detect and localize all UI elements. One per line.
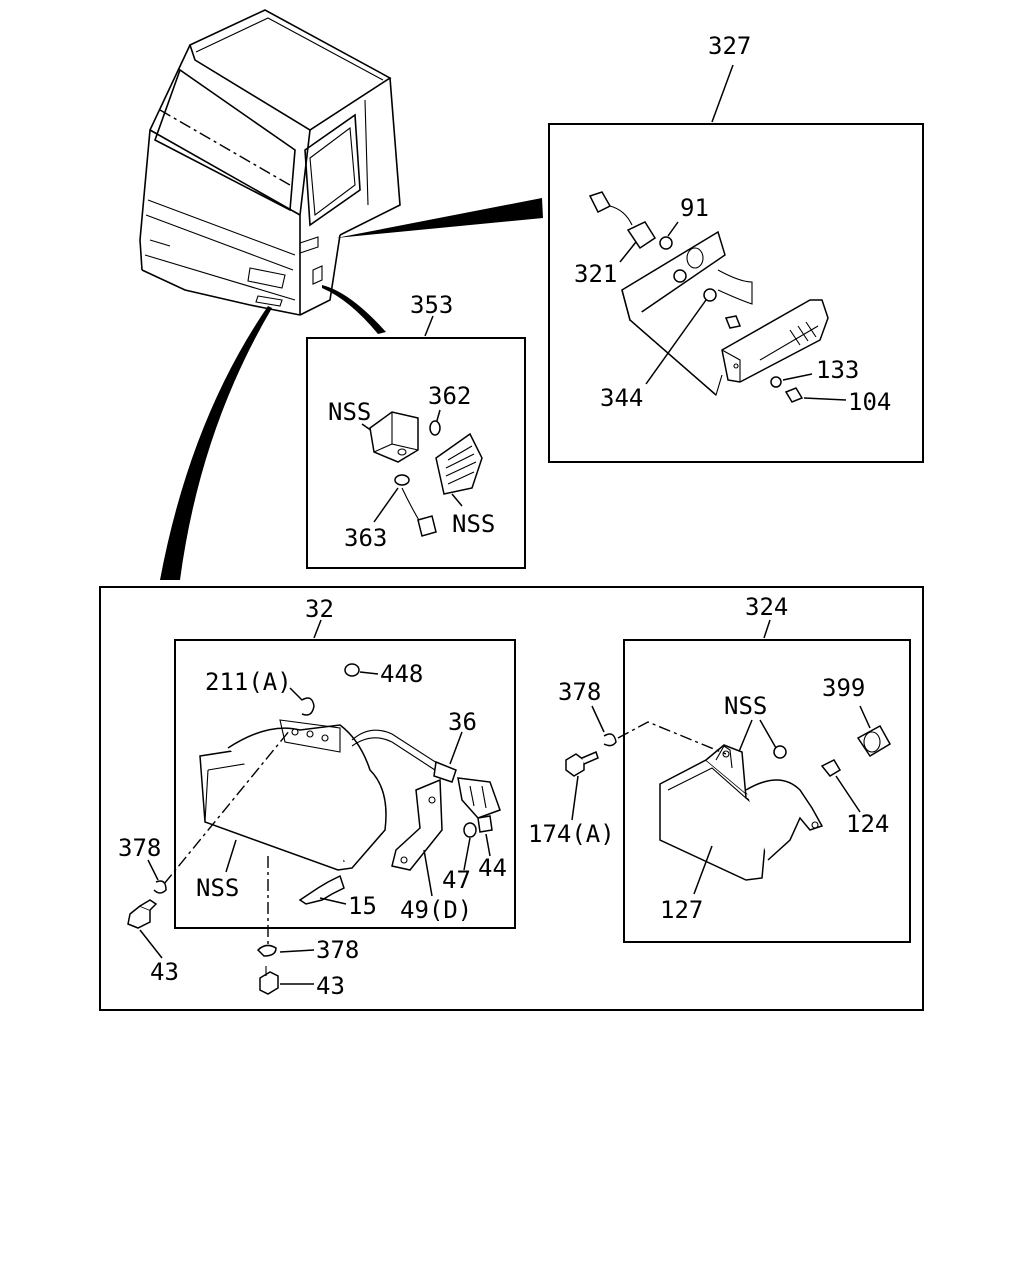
part-label-378-middle: 378 — [558, 678, 601, 706]
part-label-327: 327 — [708, 32, 751, 60]
fog-lamp-assembly-frame — [99, 586, 924, 1011]
fasteners-bottom: 378 43 — [256, 936, 359, 1000]
part-label-124: 124 — [846, 810, 889, 838]
fasteners-middle: 378 174(A) — [528, 678, 617, 848]
part-label-32: 32 — [305, 595, 334, 623]
fasteners-left: 378 43 — [118, 834, 179, 986]
part-label-378-left: 378 — [118, 834, 161, 862]
label-nss-353-bottom: NSS — [452, 510, 495, 538]
callout-wedge-353 — [322, 285, 386, 334]
part-label-399: 399 — [822, 674, 865, 702]
part-label-43-left: 43 — [150, 958, 179, 986]
part-label-104: 104 — [848, 388, 891, 416]
part-label-36: 36 — [448, 708, 477, 736]
part-label-344: 344 — [600, 384, 643, 412]
callout-wedge-327 — [336, 198, 543, 238]
part-label-353: 353 — [410, 291, 453, 319]
part-label-448: 448 — [380, 660, 423, 688]
label-nss-32: NSS — [196, 874, 239, 902]
part-label-363: 363 — [344, 524, 387, 552]
callout-wedge-32 — [160, 306, 272, 580]
part-label-324: 324 — [745, 593, 788, 621]
part-label-127: 127 — [660, 896, 703, 924]
group-324: 324 NSS 124 399 127 — [623, 593, 911, 943]
part-label-44: 44 — [478, 854, 507, 882]
part-label-43-bottom: 43 — [316, 972, 345, 1000]
part-label-47: 47 — [442, 866, 471, 894]
dash-leader-324 — [617, 721, 727, 755]
part-label-321: 321 — [574, 260, 617, 288]
part-label-378-bottom: 378 — [316, 936, 359, 964]
part-label-211a: 211(A) — [205, 668, 292, 696]
part-label-49d: 49(D) — [400, 896, 472, 924]
label-nss-353-top: NSS — [328, 398, 371, 426]
part-label-133: 133 — [816, 356, 859, 384]
part-label-362: 362 — [428, 382, 471, 410]
group-327: 327 91 321 344 133 104 — [548, 32, 924, 463]
dash-leader-43-left — [163, 729, 291, 885]
group-32: 32 211(A) 448 36 49(D) 47 — [174, 595, 516, 929]
group-353: 353 NSS 362 363 NSS — [306, 291, 526, 569]
label-nss-324: NSS — [724, 692, 767, 720]
truck-cab-illustration — [139, 9, 401, 316]
part-label-174a: 174(A) — [528, 820, 615, 848]
part-label-91: 91 — [680, 194, 709, 222]
part-label-15: 15 — [348, 892, 377, 920]
